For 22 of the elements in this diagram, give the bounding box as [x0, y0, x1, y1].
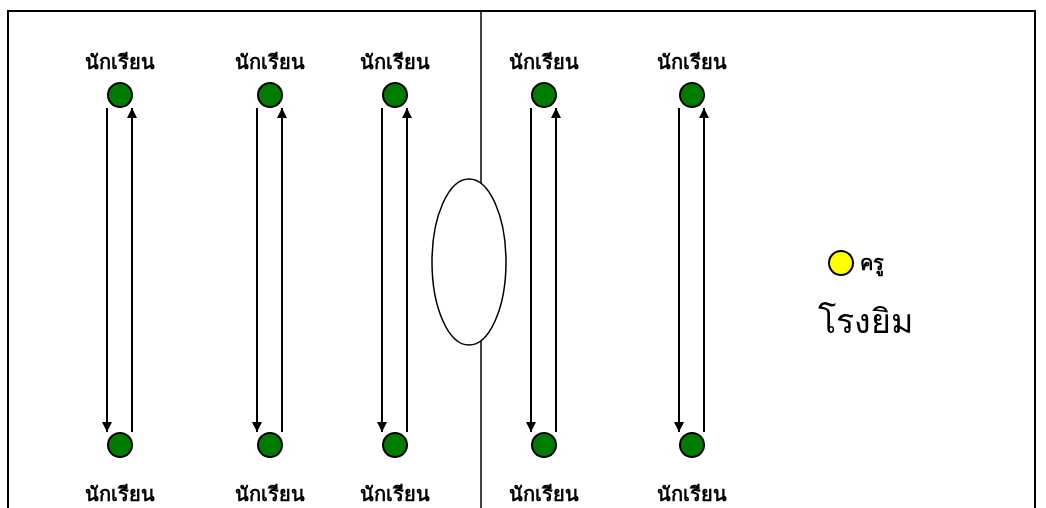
arrow	[377, 107, 387, 433]
arrow	[551, 107, 561, 433]
student-label: นักเรียน	[657, 482, 727, 506]
student-label: นักเรียน	[85, 50, 155, 74]
student-label: นักเรียน	[235, 482, 305, 506]
gym-label: โรงยิม	[818, 301, 913, 342]
arrow	[127, 107, 137, 433]
student-label: นักเรียน	[360, 482, 430, 506]
arrow	[699, 107, 709, 433]
arrow	[252, 107, 262, 433]
student-label: นักเรียน	[360, 50, 430, 74]
student-label: นักเรียน	[509, 50, 579, 74]
student-label: นักเรียน	[85, 482, 155, 506]
arrow	[674, 107, 684, 433]
student-label: นักเรียน	[657, 50, 727, 74]
arrow	[526, 107, 536, 433]
teacher-label: ครู	[860, 251, 884, 275]
student-label: นักเรียน	[235, 50, 305, 74]
student-label: นักเรียน	[509, 482, 579, 506]
arrow	[402, 107, 412, 433]
arrow	[102, 107, 112, 433]
arrow	[277, 107, 287, 433]
